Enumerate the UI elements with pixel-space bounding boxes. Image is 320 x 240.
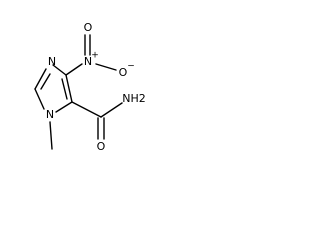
atom-o-nitro-top: O	[84, 21, 93, 34]
bond-camide-nh2	[100, 102, 123, 118]
atom-n-nitro: N	[84, 55, 92, 68]
atom-o-nitro-right: O	[119, 66, 128, 79]
charge-o-nitro-right: −	[127, 62, 135, 72]
bond-c5-c4	[65, 74, 73, 103]
bond-c4-n3	[52, 64, 67, 76]
atom-o-amide: O	[97, 140, 106, 153]
bond-n1-c5	[55, 101, 73, 113]
bond-c5-c4-inner	[61, 78, 68, 100]
bond-n3-c2	[34, 68, 47, 90]
bond-n1-methyl	[49, 121, 53, 150]
atom-nh2: NH2	[122, 92, 146, 105]
atom-labels: N N N + O O − O NH2	[46, 21, 146, 153]
bond-c4-nnitro	[65, 63, 83, 76]
atom-n3: N	[48, 55, 56, 68]
charge-n-nitro: +	[91, 51, 99, 61]
bond-n3-c2-inner	[40, 73, 51, 90]
bond-nnitro-oright	[95, 63, 117, 71]
bond-c2-n1	[34, 88, 45, 110]
atom-n1: N	[46, 108, 54, 121]
molecule-structure: N N N + O O − O NH2	[34, 21, 146, 153]
bonds	[34, 34, 123, 150]
bond-c5-camide	[71, 101, 102, 118]
